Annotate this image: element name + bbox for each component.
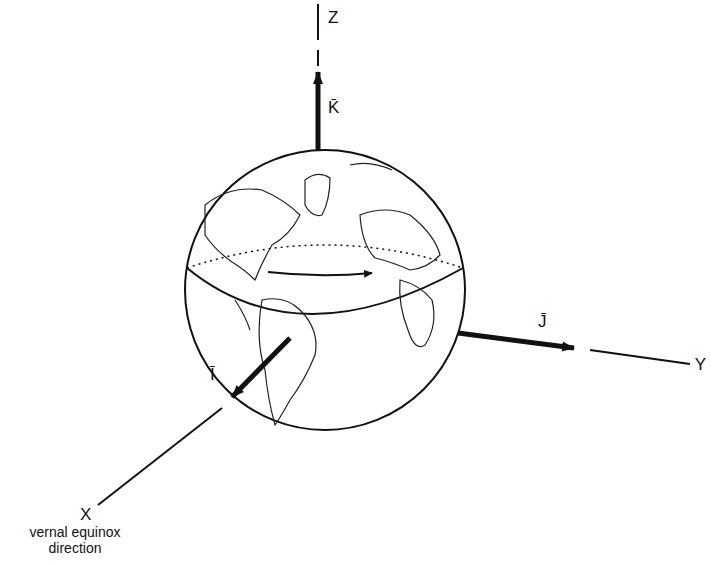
axis-label: Y: [695, 355, 706, 375]
direction-note: vernal equinox direction: [20, 524, 130, 556]
vector-label: Ī: [210, 365, 215, 385]
vector-label: J̄: [538, 312, 547, 332]
vector-label: K̄: [328, 98, 339, 118]
x-axis: [98, 408, 222, 505]
rotation-arrow: [268, 272, 372, 275]
i-unit-vector: [232, 338, 290, 397]
equator-back: [187, 245, 463, 268]
axis-label: X: [80, 505, 91, 525]
z-axis: [317, 4, 319, 40]
spacer: [437, 336, 574, 462]
y-axis: [590, 350, 690, 364]
z-axis: [317, 50, 319, 66]
j-unit-vector: [458, 333, 574, 348]
axis-label: Z: [328, 8, 338, 28]
earth-globe: [185, 150, 465, 430]
spacer: [440, 436, 575, 462]
equator-front: [187, 268, 463, 314]
continent-outlines: [205, 163, 440, 425]
